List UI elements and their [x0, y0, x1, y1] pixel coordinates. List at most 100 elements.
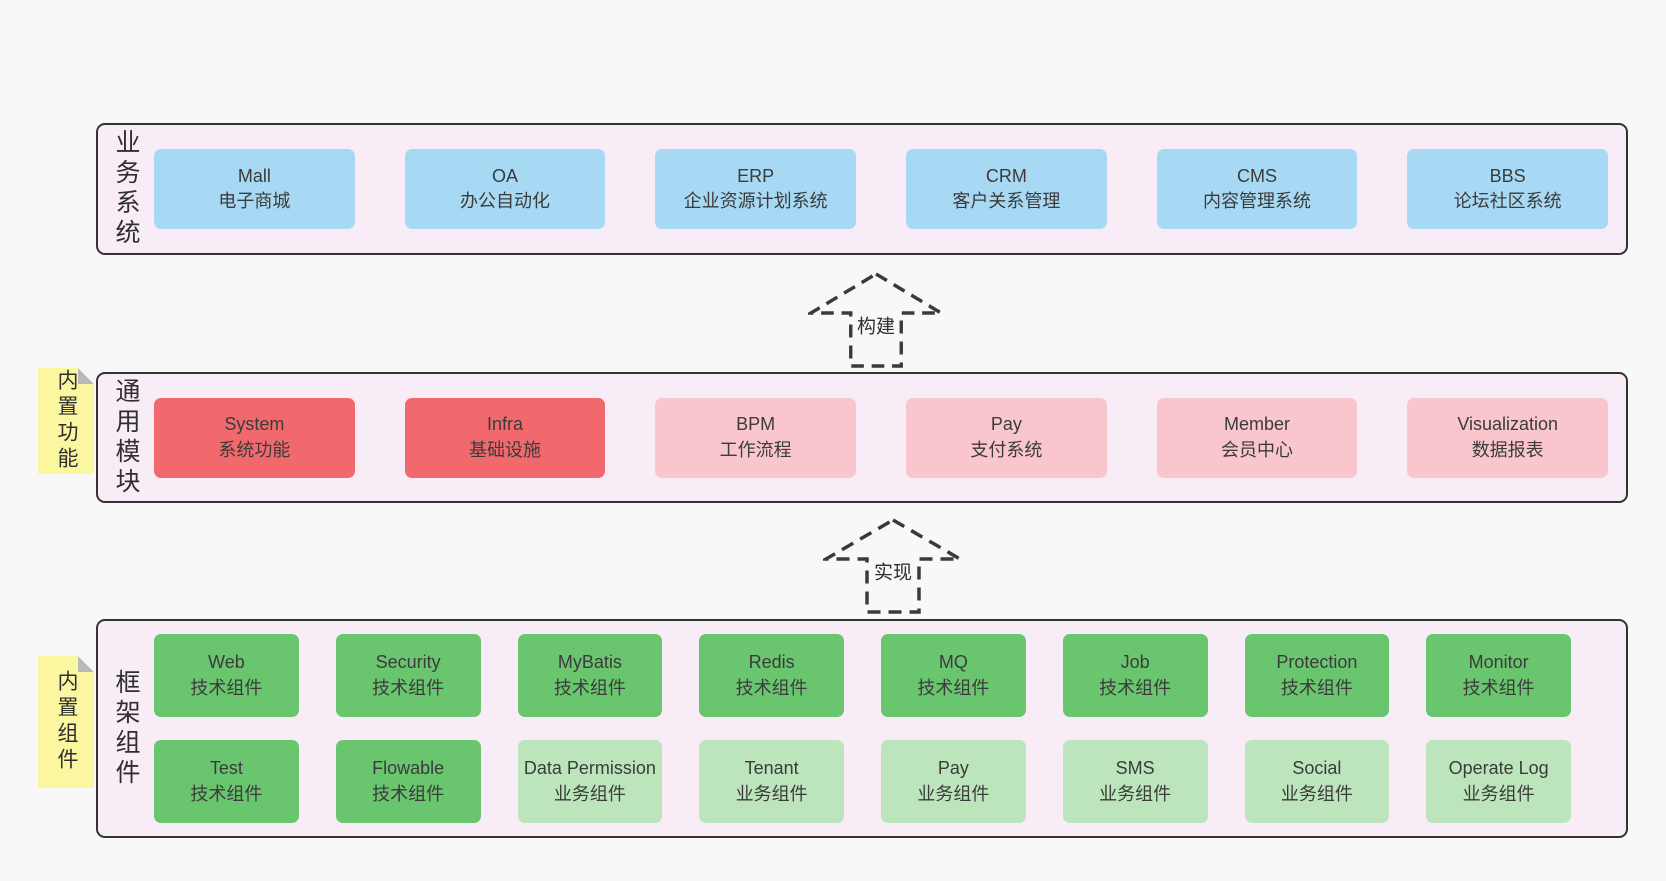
module-desc: 电子商城: [218, 191, 291, 211]
band-title-common-modules: 通用模块: [112, 377, 140, 498]
module-desc: 数据报表: [1471, 439, 1544, 460]
module-name: Mall: [237, 165, 271, 186]
arrow-build-label: 构建: [854, 310, 898, 340]
module-box-flowable: Flowable 技术组件: [335, 740, 481, 823]
module-desc: 会员中心: [1221, 439, 1294, 460]
module-desc: 业务组件: [1462, 783, 1535, 804]
dashed-up-arrow-icon: [823, 517, 963, 614]
sticky-note-builtin-components: 内置组件: [38, 656, 94, 788]
module-box-bbs: BBS 论坛社区系统: [1407, 149, 1609, 229]
module-name: Operate Log: [1448, 758, 1549, 779]
sticky-note-builtin-components-label: 内置组件: [55, 670, 78, 774]
module-name: CMS: [1237, 165, 1278, 186]
module-desc: 技术组件: [1099, 677, 1172, 698]
module-name: SMS: [1115, 758, 1155, 779]
module-box-data-permission: Data Permission 业务组件: [517, 740, 663, 823]
module-name: Security: [375, 652, 441, 673]
module-desc: 基础设施: [469, 439, 541, 460]
module-desc: 技术组件: [372, 783, 445, 804]
module-desc: 技术组件: [917, 677, 990, 698]
module-name: CRM: [985, 165, 1027, 186]
module-name: Pay: [990, 414, 1022, 435]
band-title-business-systems: 业务系统: [112, 129, 140, 249]
band-title-framework-components: 框架组件: [112, 668, 140, 789]
business-systems-row-container: Mall 电子商城 OA 办公自动化 ERP 企业资源计划系统 CRM 客户关系管理 CMS 内容…: [154, 125, 1626, 253]
module-box-pay: Pay 业务组件: [881, 740, 1026, 823]
module-box-mall: Mall 电子商城: [154, 149, 355, 229]
module-box-web: Web 技术组件: [154, 634, 299, 717]
module-name: Protection: [1276, 652, 1358, 673]
module-name: Web: [208, 652, 245, 673]
module-desc: 论坛社区系统: [1453, 191, 1562, 211]
module-desc: 业务组件: [917, 783, 990, 804]
arrow-build: 构建: [808, 271, 944, 369]
module-box-operate-log: Operate Log 业务组件: [1426, 740, 1571, 823]
folded-corner-icon: [78, 656, 94, 672]
module-box-member: Member 会员中心: [1156, 397, 1358, 478]
module-name: Monitor: [1468, 652, 1529, 673]
module-desc: 技术组件: [1280, 677, 1353, 698]
module-box-security: Security 技术组件: [335, 634, 481, 717]
module-name: OA: [492, 165, 519, 186]
module-desc: 客户关系管理: [952, 191, 1061, 211]
band-business-systems: 业务系统 Mall 电子商城 OA 办公自动化 ERP 企业资源计划系统 CRM 客户关系管理…: [96, 123, 1628, 255]
module-box-oa: OA 办公自动化: [404, 149, 606, 229]
module-box-system: System 系统功能: [154, 397, 355, 478]
module-desc: 业务组件: [735, 783, 808, 804]
module-desc: 系统功能: [218, 439, 291, 460]
module-box-cms: CMS 内容管理系统: [1156, 149, 1358, 229]
folded-corner-icon: [78, 368, 94, 384]
sticky-note-builtin-features-label: 内置功能: [55, 369, 78, 473]
module-name: MQ: [938, 652, 968, 673]
module-desc: 业务组件: [553, 783, 626, 804]
module-desc: 企业资源计划系统: [683, 191, 828, 211]
module-name: Flowable: [372, 758, 445, 779]
module-name: ERP: [737, 165, 775, 186]
module-box-bpm: BPM 工作流程: [655, 397, 857, 478]
module-name: BBS: [1489, 165, 1526, 186]
module-name: Data Permission: [523, 758, 656, 779]
module-desc: 办公自动化: [460, 191, 550, 211]
module-desc: 技术组件: [190, 677, 263, 698]
module-desc: 技术组件: [372, 677, 445, 698]
module-row: Mall 电子商城 OA 办公自动化 ERP 企业资源计划系统 CRM 客户关系管理 CMS 内容…: [154, 149, 1609, 229]
module-name: Social: [1292, 758, 1342, 779]
module-name: Redis: [748, 652, 795, 673]
module-name: Member: [1224, 414, 1291, 435]
module-name: MyBatis: [557, 652, 622, 673]
module-box-crm: CRM 客户关系管理: [906, 149, 1107, 229]
module-desc: 技术组件: [553, 677, 626, 698]
module-desc: 业务组件: [1280, 783, 1353, 804]
module-desc: 技术组件: [735, 677, 808, 698]
arrow-implement-label: 实现: [871, 556, 915, 586]
module-box-job: Job 技术组件: [1062, 634, 1208, 717]
module-desc: 技术组件: [190, 783, 263, 804]
module-box-test: Test 技术组件: [154, 740, 299, 823]
module-desc: 支付系统: [970, 439, 1043, 460]
sticky-note-builtin-features: 内置功能: [38, 368, 94, 474]
module-name: Pay: [937, 758, 969, 779]
module-box-redis: Redis 技术组件: [699, 634, 844, 717]
module-desc: 内容管理系统: [1203, 191, 1312, 211]
arrow-implement: 实现: [823, 517, 963, 615]
module-box-pay: Pay 支付系统: [906, 397, 1107, 478]
module-name: Visualization: [1457, 414, 1559, 435]
module-box-visualization: Visualization 数据报表: [1407, 397, 1609, 478]
module-box-erp: ERP 企业资源计划系统: [655, 149, 857, 229]
module-name: BPM: [736, 414, 776, 435]
module-desc: 工作流程: [719, 439, 792, 460]
module-name: Test: [209, 758, 243, 779]
dashed-up-arrow-icon: [808, 271, 944, 368]
module-row: Web 技术组件 Security 技术组件 MyBatis 技术组件 Redis 技术组件 M…: [154, 634, 1571, 717]
module-name: Job: [1120, 652, 1150, 673]
module-name: System: [224, 414, 285, 435]
